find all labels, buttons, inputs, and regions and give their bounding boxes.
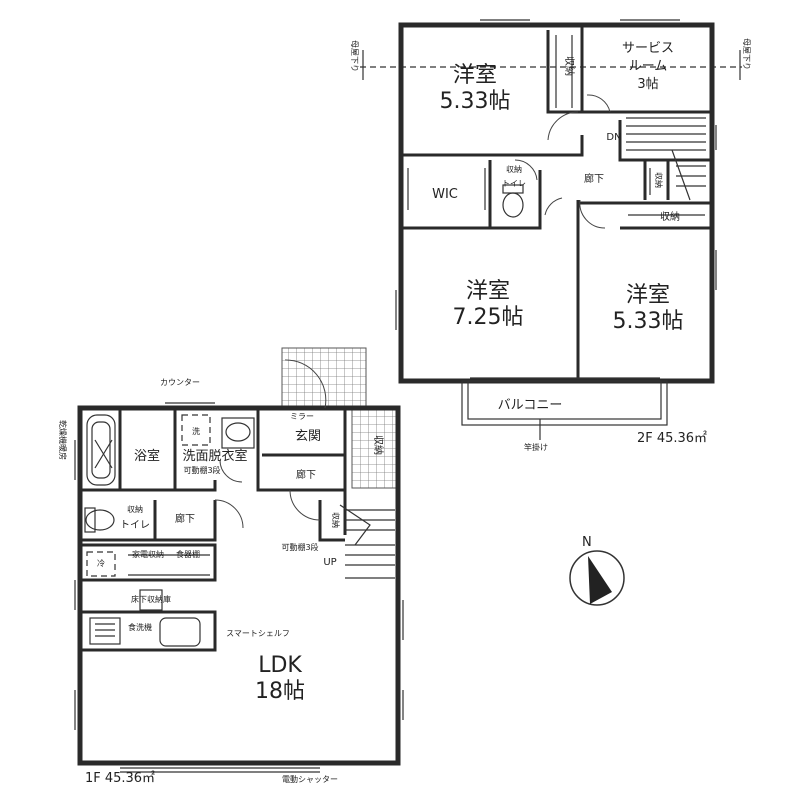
toilet-1f-label: トイレ [120, 520, 150, 531]
wic-label: WIC [432, 187, 458, 202]
balcony-outline [461, 380, 668, 426]
room-western-c-name: 洋室 [626, 283, 670, 308]
compass-needle-icon [588, 556, 612, 604]
floor-1-outer-wall [77, 405, 401, 766]
cupboard-label: 食器棚 [176, 549, 200, 559]
storage-right-label: 収納 [660, 210, 680, 223]
floor-2-plan: 母屋下り 母屋下り [350, 19, 751, 452]
up-label: UP [323, 557, 336, 568]
room-western-b-name: 洋室 [466, 279, 510, 304]
hall-a-label: 廊下 [296, 468, 316, 481]
bath-label: 浴室 [134, 448, 160, 464]
floor-2-area: 2F 45.36㎡ [637, 431, 707, 446]
hanger-label: 竿掛け [524, 442, 548, 452]
compass-circle [569, 550, 625, 606]
smart-shelf-label: スマートシェルフ [226, 629, 290, 638]
compass: N [569, 535, 625, 606]
floor-1-area: 1F 45.36㎡ [85, 771, 155, 786]
eave-label-left: 母屋下り [350, 40, 359, 72]
room-western-a-name: 洋室 [453, 63, 497, 88]
storage-stair-1f-label: 収納 [331, 512, 341, 528]
storage-entrance-label: 収納 [372, 435, 385, 455]
ldk-size: 18帖 [255, 679, 305, 704]
floor-1-plan: 乾燥機暖房 カウンター 浴室 洗 洗面脱衣室 可動棚3段 ミラー 玄関 収納 廊… [58, 347, 404, 786]
balcony-label: バルコニー [498, 398, 563, 413]
stairs-down-label: DN [606, 132, 621, 143]
floor-storage-label: 床下収納庫 [131, 594, 171, 604]
ldk-name: LDK [258, 653, 302, 678]
toilet-2f-label: トイレ [502, 179, 526, 188]
appliance-storage-label: 家電収納 [132, 549, 164, 559]
storage-toilet-label: 収納 [127, 504, 143, 514]
washroom-label: 洗面脱衣室 [182, 448, 247, 464]
entrance-label: 玄関 [295, 429, 321, 444]
porch-area [281, 347, 367, 407]
storage-small-label: 収納 [506, 164, 522, 174]
shelf-stair-label: 可動棚3段 [281, 542, 318, 552]
shelf-wash-label: 可動棚3段 [183, 465, 220, 475]
room-western-a-size: 5.33帖 [440, 89, 511, 114]
service-room-line1: サービス [622, 41, 674, 56]
storage-top-label: 収納 [563, 56, 576, 76]
wash-mark: 洗 [192, 426, 200, 436]
room-western-b-size: 7.25帖 [453, 305, 524, 330]
shutter-label: 電動シャッター [282, 775, 338, 784]
service-room-line2: ルーム [629, 59, 668, 74]
eave-label-right: 母屋下り [742, 38, 751, 70]
compass-north-label: N [582, 535, 592, 550]
room-western-c-size: 5.33帖 [613, 309, 684, 334]
counter-label: カウンター [160, 378, 200, 387]
service-room-size: 3帖 [637, 77, 658, 92]
hall-2f-label: 廊下 [584, 172, 604, 185]
fridge-label: 冷 [97, 558, 105, 568]
storage-stair-label: 収納 [654, 172, 664, 188]
dryer-label: 乾燥機暖房 [58, 420, 68, 460]
hall-b-label: 廊下 [175, 512, 195, 525]
mirror-label: ミラー [290, 412, 314, 421]
dishwasher-label: 食洗機 [128, 622, 152, 632]
